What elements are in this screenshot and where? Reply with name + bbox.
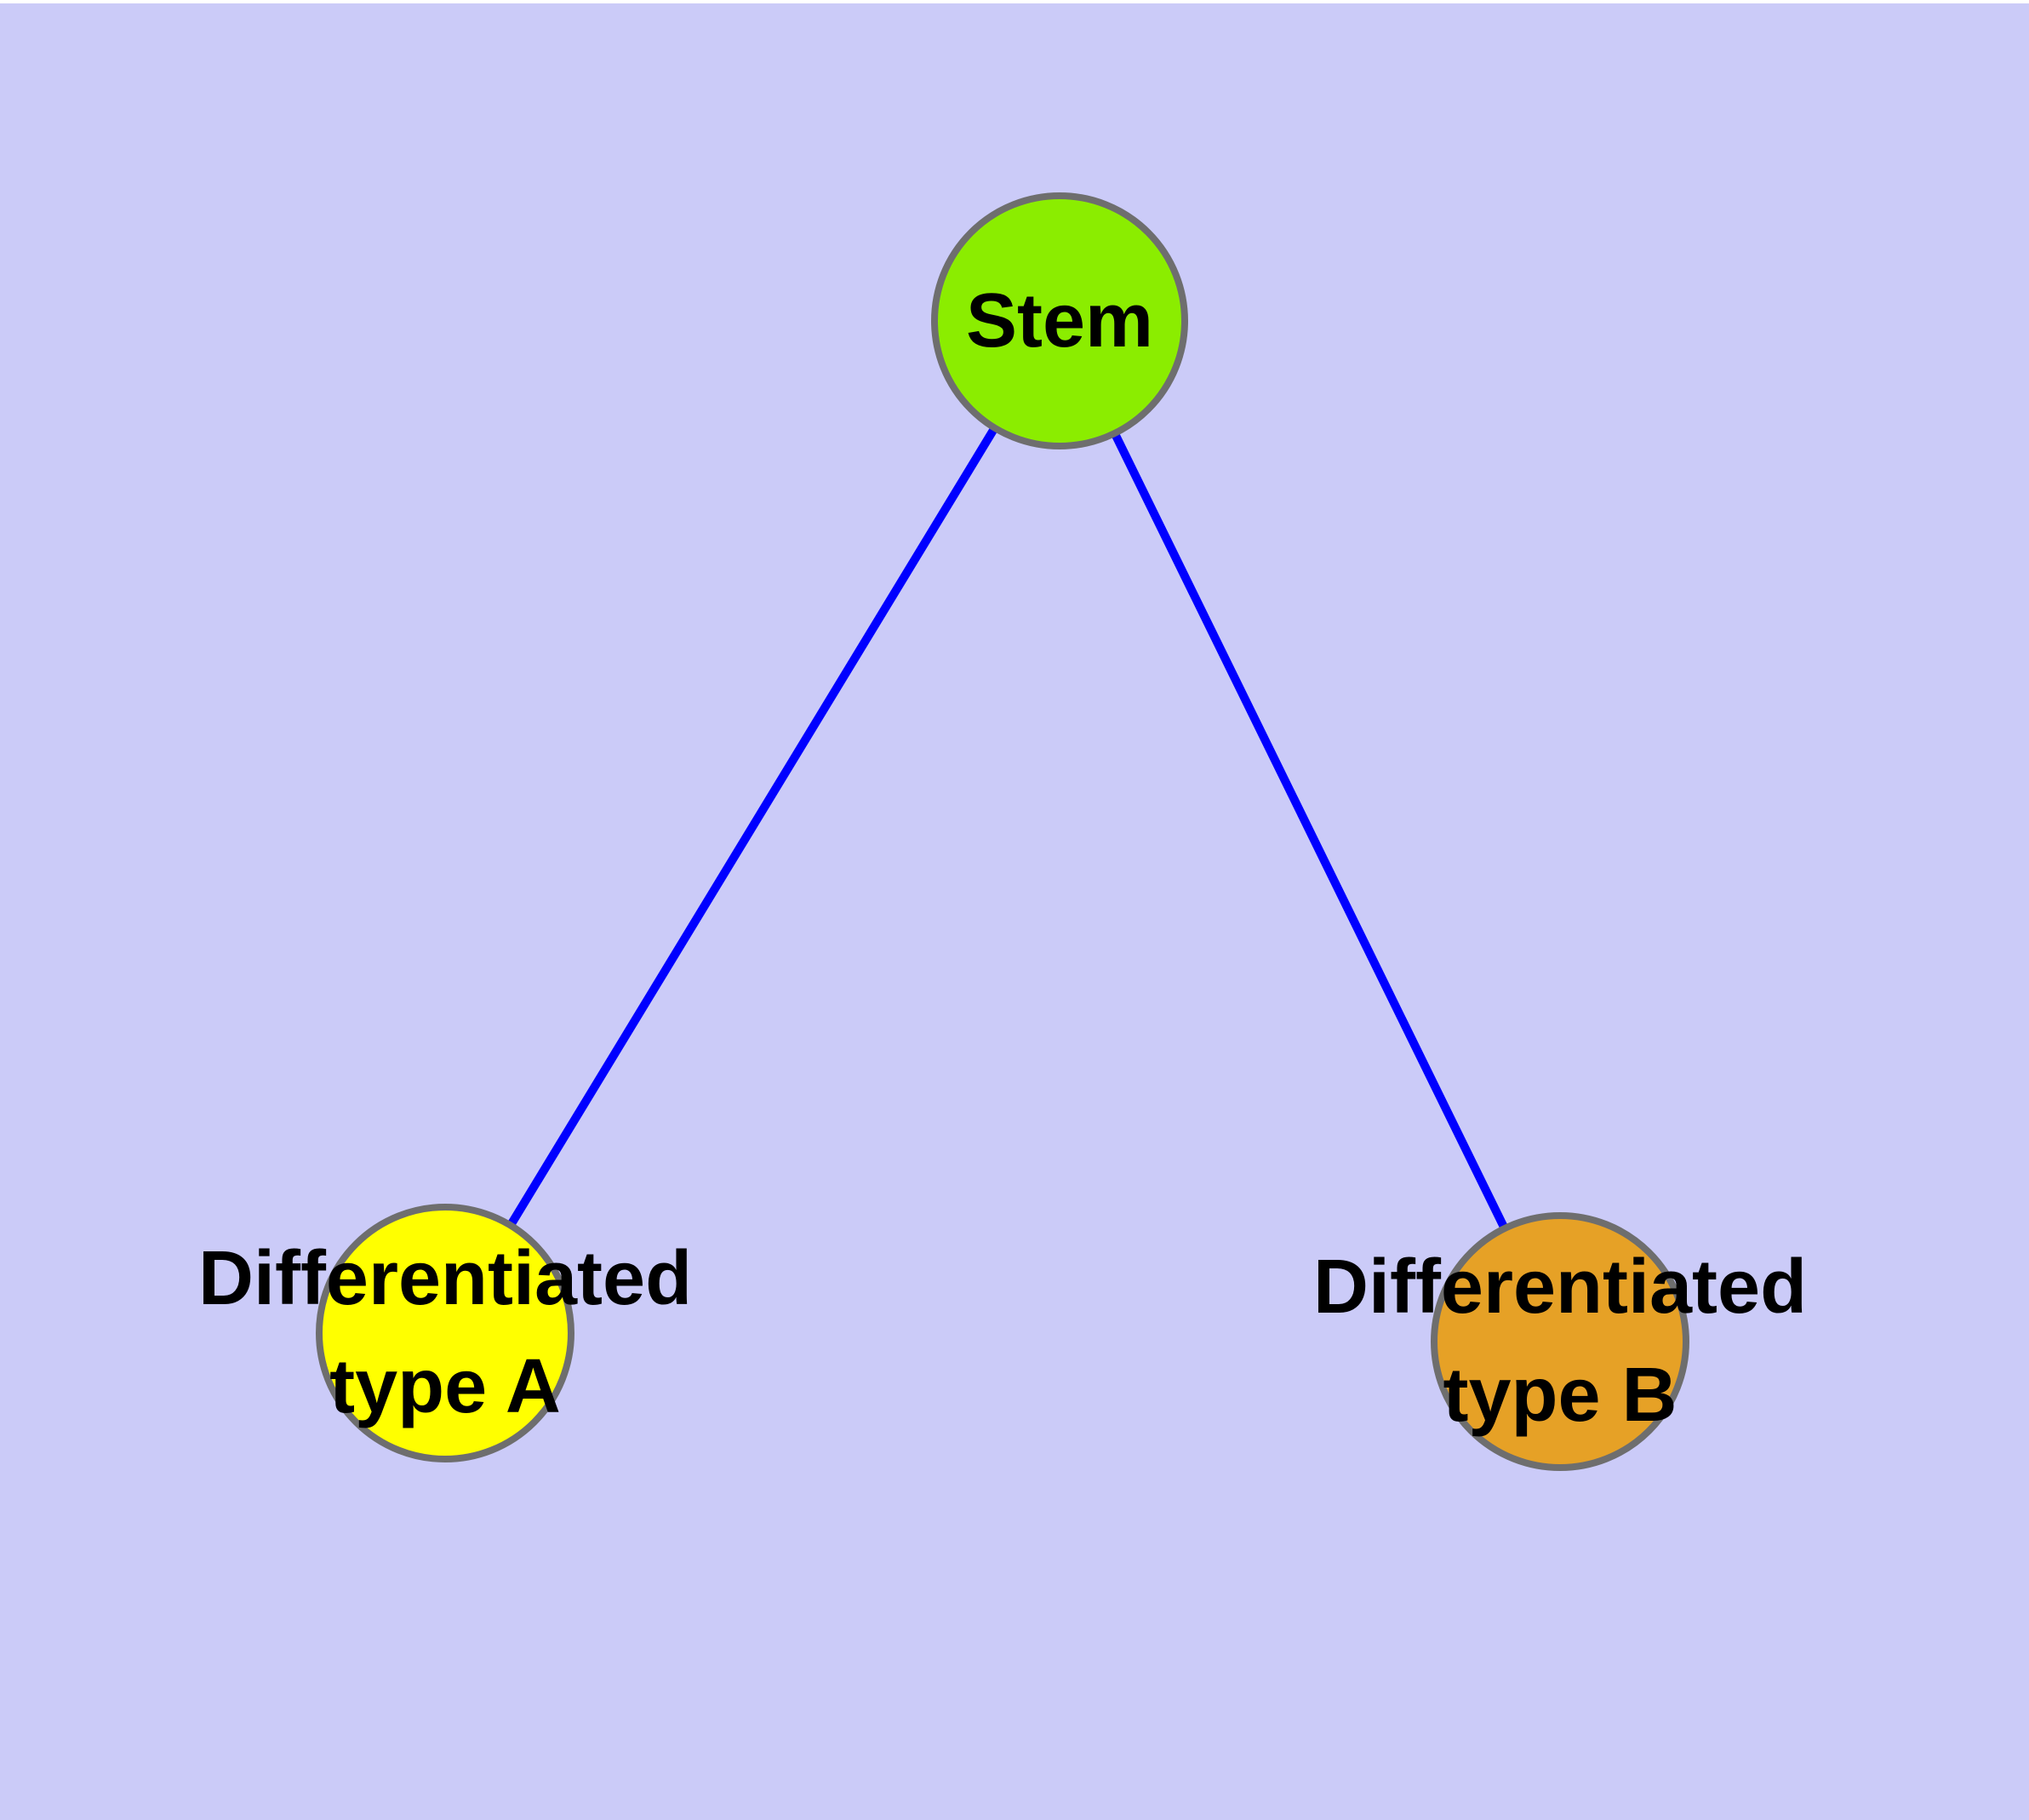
node-differentiated-type-a-label: Differentiated type A <box>198 1225 692 1441</box>
node-differentiated-type-a: Differentiated type A <box>198 1204 692 1462</box>
node-differentiated-type-b: Differentiated type B <box>1313 1212 1807 1471</box>
graph-canvas: Stem Differentiated type A Differentiate… <box>0 3 2029 1820</box>
label-line: Differentiated <box>1312 1245 1808 1330</box>
edge-layer <box>441 318 1564 1344</box>
node-stem-label: Stem <box>966 267 1153 375</box>
label-line: type B <box>1443 1353 1677 1438</box>
node-differentiated-type-b-label: Differentiated type B <box>1313 1233 1807 1450</box>
label-line: type A <box>329 1344 561 1429</box>
label-line: Differentiated <box>197 1236 693 1321</box>
label-line: Stem <box>965 278 1154 363</box>
node-stem: Stem <box>931 192 1188 449</box>
edge-stem-to-type-a <box>441 318 1064 1336</box>
edge-stem-to-type-b <box>1055 318 1564 1344</box>
